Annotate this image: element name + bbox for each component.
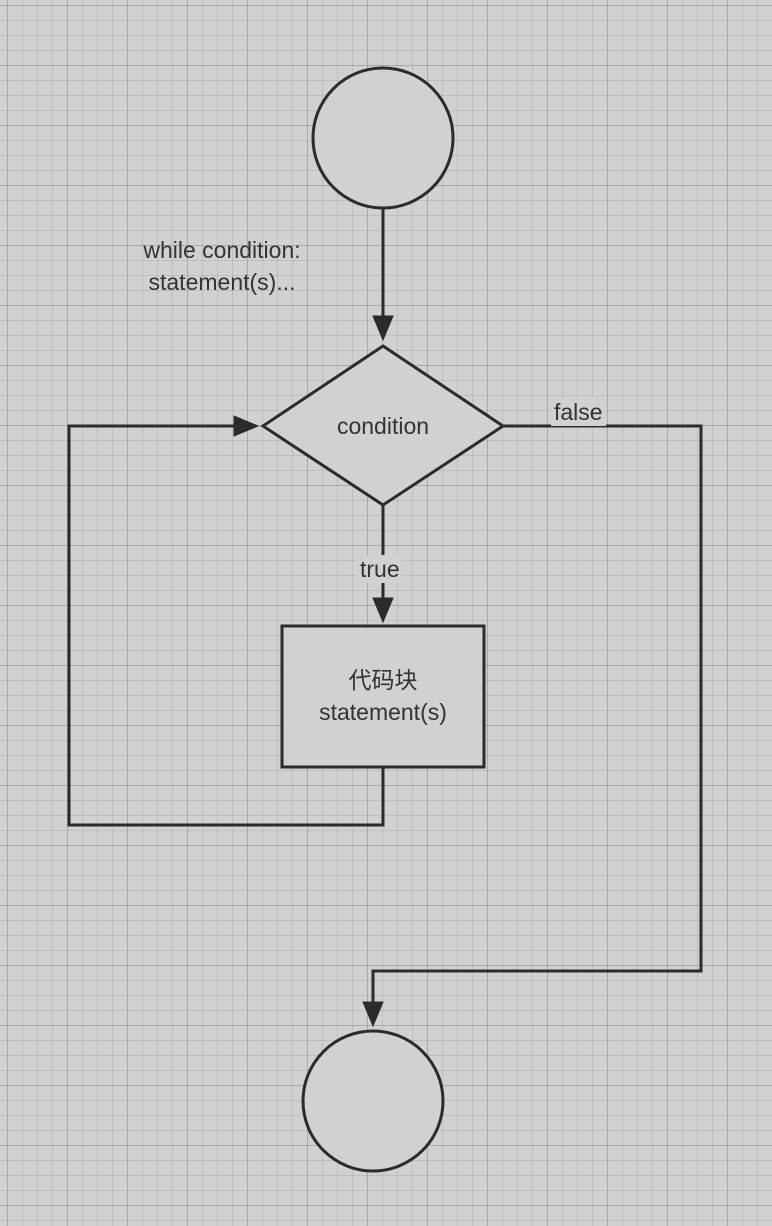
edge-label-true: true: [357, 555, 403, 583]
decision-label: condition: [336, 413, 430, 439]
arrowhead-decision-to-end: [362, 1001, 384, 1028]
edge-block-to-decision: [67, 424, 385, 827]
while-annotation: while condition: statement(s)...: [112, 234, 332, 298]
end-node: [301, 1029, 445, 1173]
arrowhead-decision-to-block: [372, 597, 394, 624]
code-block-node: [280, 624, 486, 769]
arrowhead-start-to-decision: [372, 315, 394, 342]
edge-label-false: false: [551, 398, 606, 426]
decision-node: [260, 344, 506, 507]
code-block-label-line-1: 代码块: [348, 667, 418, 693]
code-block-label-line-2: statement(s): [319, 699, 447, 725]
annotation-line-2: statement(s)...: [148, 269, 296, 295]
edge-decision-to-end: [371, 424, 703, 1004]
arrowhead-block-to-decision: [233, 415, 260, 437]
annotation-line-1: while condition:: [143, 237, 301, 263]
code-block-label: 代码块 statement(s): [282, 664, 484, 728]
start-node: [311, 66, 455, 210]
